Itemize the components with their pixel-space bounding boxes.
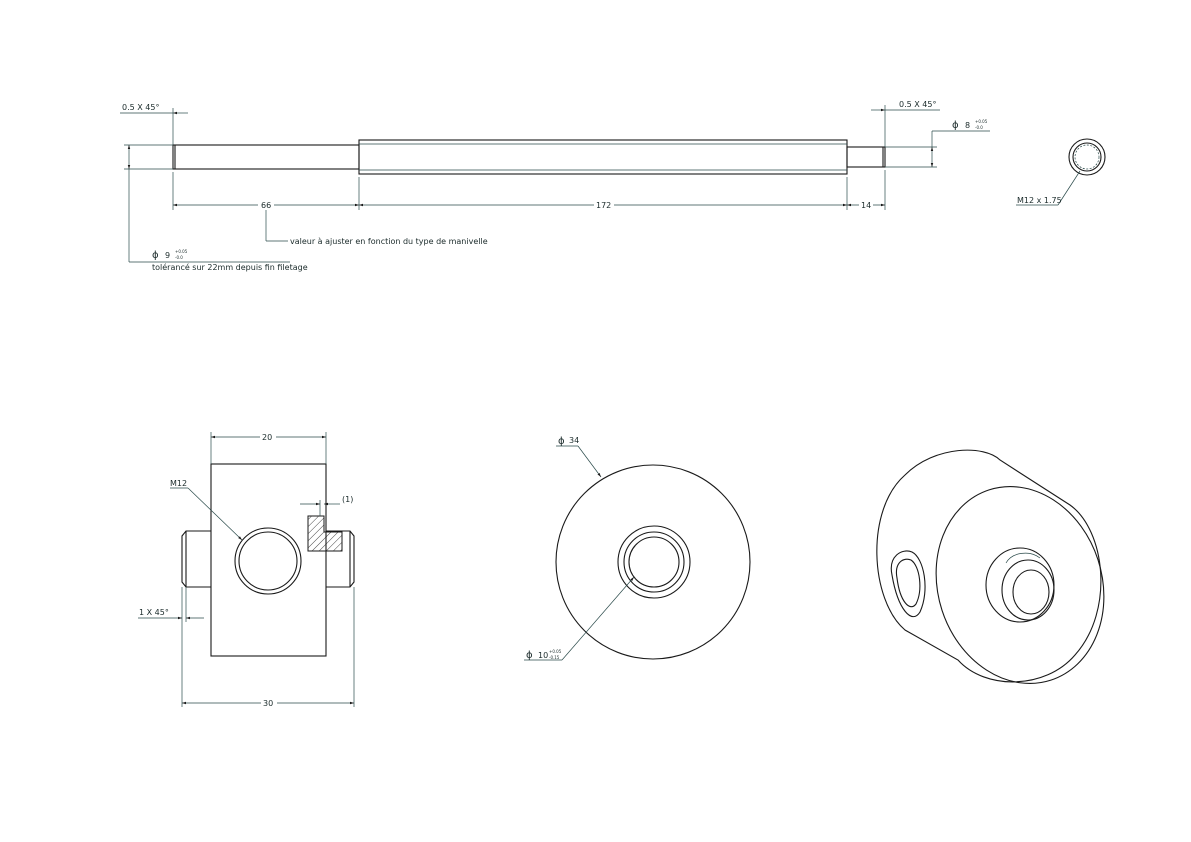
m12-label: M12 — [170, 479, 187, 488]
hub-side-view: (1) 20 30 M12 1 X 45° — [138, 431, 355, 708]
dia-right-tol-lower: -0.0 — [975, 125, 983, 130]
hub-front-view: ϕ 34 ϕ 10 +0.05 -0.15 — [524, 436, 751, 661]
iso-boss-shade — [1005, 552, 1041, 564]
hub-thread-inner — [238, 531, 298, 591]
thread-leader — [1057, 170, 1081, 206]
dim-14-bg — [859, 199, 873, 209]
iso-front-face — [935, 486, 1105, 684]
width-bottom-bg — [261, 697, 277, 707]
small-dim-label: (1) — [342, 495, 353, 504]
hub-body — [210, 463, 327, 657]
dia-left-note: tolérancé sur 22mm depuis fin filetage — [152, 262, 308, 272]
dia-right-tol-upper: +0.05 — [975, 119, 988, 124]
dim-66-bg — [258, 199, 274, 209]
note-adjust: valeur à ajuster en fonction du type de … — [290, 237, 488, 246]
hub-front-bore-chamfer — [623, 531, 685, 593]
dim-14-label: 14 — [861, 201, 871, 210]
shaft-left-section — [172, 144, 360, 170]
iso-side-hole-inner — [895, 558, 921, 608]
shaft-right-pin — [846, 146, 886, 168]
iso-boss-outer — [985, 547, 1055, 623]
bore-value: 10 — [538, 651, 548, 660]
thread-end-outer — [1068, 138, 1106, 176]
dia-left-value: 9 — [165, 251, 170, 260]
iso-bore — [1012, 569, 1050, 615]
iso-body — [876, 449, 1102, 683]
hub-right-pin — [326, 530, 355, 588]
iso-boss-inner — [1001, 559, 1055, 621]
outer-dia-value: 34 — [569, 436, 579, 445]
dia-right-symbol: ϕ — [952, 120, 959, 131]
hub-section-hatch — [307, 515, 343, 552]
bore-symbol: ϕ — [526, 650, 533, 661]
dim-66-label: 66 — [261, 201, 271, 210]
hub-thread-outer — [234, 527, 302, 595]
dim-172-bg — [594, 199, 614, 209]
dia-left-symbol: ϕ — [152, 250, 159, 261]
outer-dia-symbol: ϕ — [558, 436, 565, 447]
width-bottom-label: 30 — [263, 699, 273, 708]
iso-side-hole-outer — [890, 550, 926, 618]
dim-172-label: 172 — [596, 201, 611, 210]
shaft-middle-section — [358, 139, 848, 175]
dia-right-value: 8 — [965, 121, 970, 130]
chamfer-label: 1 X 45° — [139, 608, 169, 617]
dia-left-tol-lower: -0.0 — [175, 255, 183, 260]
m12-leader — [187, 487, 243, 541]
hub-front-bore — [628, 536, 680, 588]
chamfer-left-label: 0.5 X 45° — [122, 103, 159, 112]
width-top-label: 20 — [262, 433, 272, 442]
width-top-bg — [260, 431, 276, 441]
thread-end-root — [1074, 144, 1100, 170]
chamfer-right-label: 0.5 X 45° — [899, 100, 936, 109]
thread-end-inner — [1072, 142, 1102, 172]
hub-isometric-view — [876, 449, 1105, 684]
bore-tol-lower: -0.15 — [549, 655, 560, 660]
hub-front-boss — [617, 525, 691, 599]
bore-tol-upper: +0.05 — [549, 649, 562, 654]
hub-front-outer — [555, 464, 751, 660]
outer-dia-leader — [577, 445, 602, 478]
bore-leader — [561, 576, 635, 661]
hub-left-pin — [181, 530, 211, 588]
thread-label: M12 x 1.75 — [1017, 196, 1062, 205]
shaft-view: 0.5 X 45° 0.5 X 45° 66 172 14 valeur à a… — [120, 100, 1106, 272]
dia-left-tol-upper: +0.05 — [175, 249, 188, 254]
